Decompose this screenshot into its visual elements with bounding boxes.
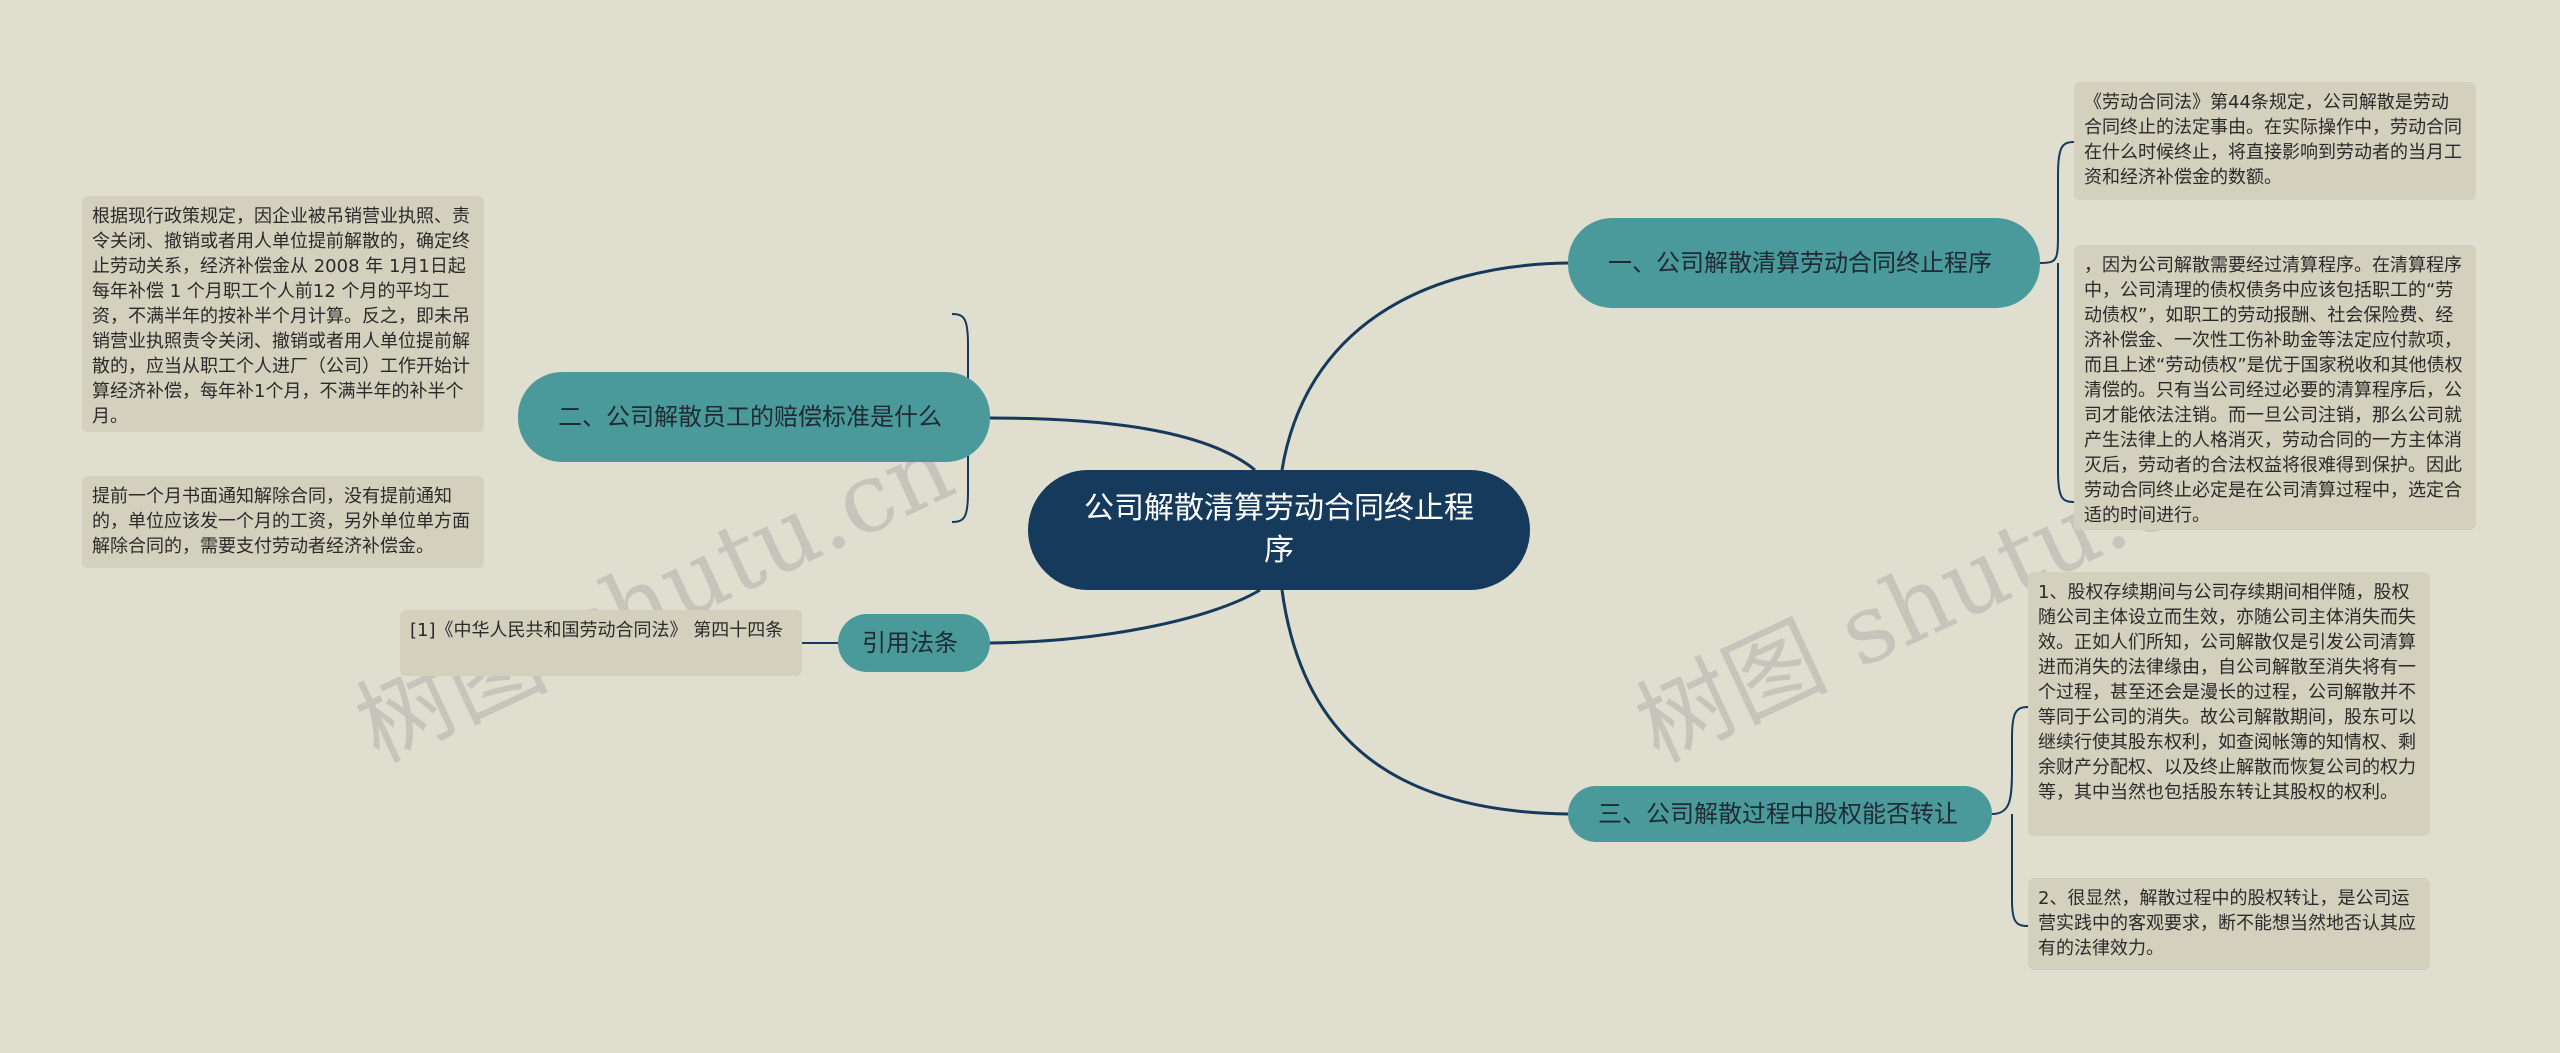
link-root-branch2: [989, 416, 1256, 472]
branch-label: 三、公司解散过程中股权能否转让: [1598, 800, 1958, 828]
bracket-branch1: [2039, 141, 2075, 503]
leaf-text[interactable]: ，因为公司解散需要经过清算程序。在清算程序中，公司清理的债权债务中应该包括职工的…: [2074, 245, 2476, 530]
bracket-branch4: [1991, 706, 2029, 927]
link-root-branch4: [1280, 589, 1569, 816]
root-title: 公司解散清算劳动合同终止程序: [1084, 491, 1474, 568]
leaf-text[interactable]: 1、股权存续期间与公司存续期间相伴随，股权随公司主体设立而生效，亦随公司主体消失…: [2028, 572, 2430, 836]
link-root-branch3: [989, 588, 1261, 645]
branch-node-compensation-standard[interactable]: 二、公司解散员工的赔偿标准是什么: [518, 372, 990, 462]
leaf-text[interactable]: 提前一个月书面通知解除合同，没有提前通知的，单位应该发一个月的工资，另外单位单方…: [82, 476, 484, 568]
root-node[interactable]: 公司解散清算劳动合同终止程序: [1028, 470, 1530, 590]
leaf-text[interactable]: [1]《中华人民共和国劳动合同法》 第四十四条: [400, 610, 802, 676]
branch-label: 二、公司解散员工的赔偿标准是什么: [558, 403, 942, 431]
branch-label: 引用法条: [862, 629, 958, 657]
leaf-text[interactable]: 2、很显然，解散过程中的股权转让，是公司运营实践中的客观要求，断不能想当然地否认…: [2028, 878, 2430, 970]
branch-label: 一、公司解散清算劳动合同终止程序: [1608, 249, 1992, 277]
leaf-text[interactable]: 《劳动合同法》第44条规定，公司解散是劳动合同终止的法定事由。在实际操作中，劳动…: [2074, 82, 2476, 200]
link-root-branch1: [1280, 261, 1569, 471]
branch-node-cited-law[interactable]: 引用法条: [838, 614, 990, 672]
leaf-text[interactable]: 根据现行政策规定，因企业被吊销营业执照、责令关闭、撤销或者用人单位提前解散的，确…: [82, 196, 484, 432]
branch-node-equity-transfer[interactable]: 三、公司解散过程中股权能否转让: [1568, 786, 1992, 842]
branch-node-termination-procedure[interactable]: 一、公司解散清算劳动合同终止程序: [1568, 218, 2040, 308]
